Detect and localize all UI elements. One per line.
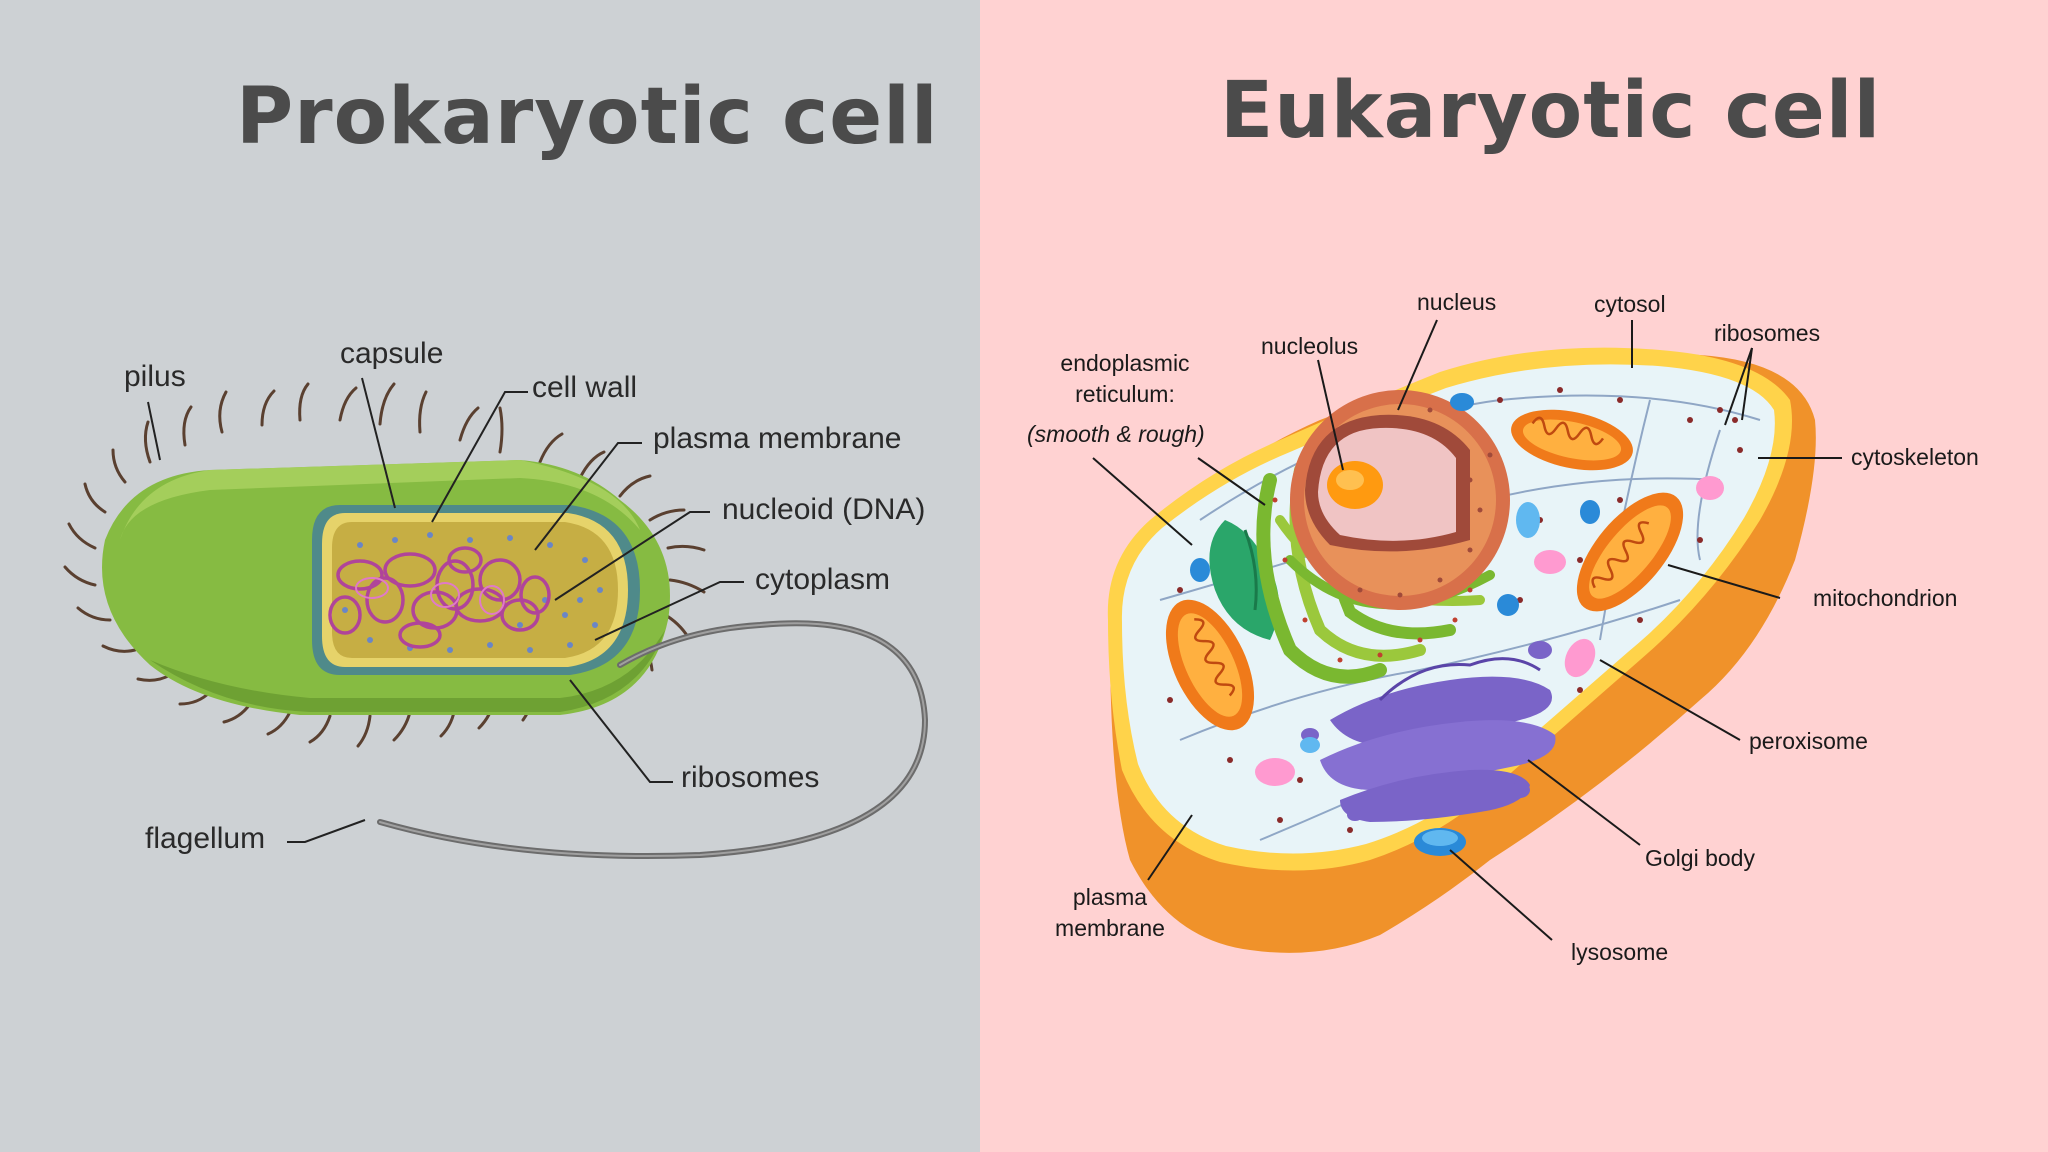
mitochondria: [1165, 409, 1684, 731]
nucleus: [1290, 390, 1510, 610]
vesicles: [1190, 393, 1724, 856]
label-er-line1: endoplasmic: [1060, 350, 1190, 376]
label-er-line2: reticulum:: [1075, 381, 1175, 407]
label-capsule: capsule: [340, 337, 444, 370]
label-plasma-membrane-euk: plasma membrane: [1040, 884, 1180, 942]
label-er-note: (smooth & rough): [1027, 421, 1205, 447]
label-endoplasmic-reticulum: endoplasmic reticulum:: [1040, 350, 1210, 408]
label-nucleoid: nucleoid (DNA): [722, 493, 926, 526]
label-cytosol: cytosol: [1594, 291, 1666, 317]
prokaryote-cell: [63, 382, 929, 860]
golgi-body: [1301, 641, 1556, 822]
ribosome-dots: [342, 532, 603, 653]
label-plasma-membrane: plasma membrane: [653, 422, 902, 455]
label-peroxisome: peroxisome: [1749, 728, 1868, 754]
prokaryote-leaders: [147, 377, 744, 843]
label-mitochondrion: mitochondrion: [1813, 585, 1958, 611]
eukaryote-leaders: [1092, 319, 1842, 941]
prokaryote-title: Prokaryotic cell: [236, 72, 939, 162]
nucleoid-dna-highlight: [355, 577, 505, 615]
label-cell-wall: cell wall: [532, 371, 638, 404]
label-pm-line2: membrane: [1055, 915, 1165, 941]
eukaryote-title: Eukaryotic cell: [1220, 66, 1882, 156]
label-cytoskeleton: cytoskeleton: [1851, 444, 1979, 470]
label-ribosomes-euk: ribosomes: [1714, 320, 1821, 346]
label-nucleolus: nucleolus: [1261, 333, 1359, 359]
eukaryote-cell: [1107, 347, 1816, 953]
label-cytoplasm: cytoplasm: [755, 563, 891, 596]
label-golgi-body: Golgi body: [1645, 845, 1755, 871]
label-ribosomes: ribosomes: [681, 761, 820, 794]
label-lysosome: lysosome: [1571, 939, 1669, 965]
label-nucleus: nucleus: [1417, 289, 1497, 315]
label-pm-line1: plasma: [1072, 884, 1148, 910]
label-flagellum: flagellum: [145, 822, 266, 855]
nucleoid-dna: [328, 546, 551, 649]
label-pilus: pilus: [124, 360, 186, 393]
